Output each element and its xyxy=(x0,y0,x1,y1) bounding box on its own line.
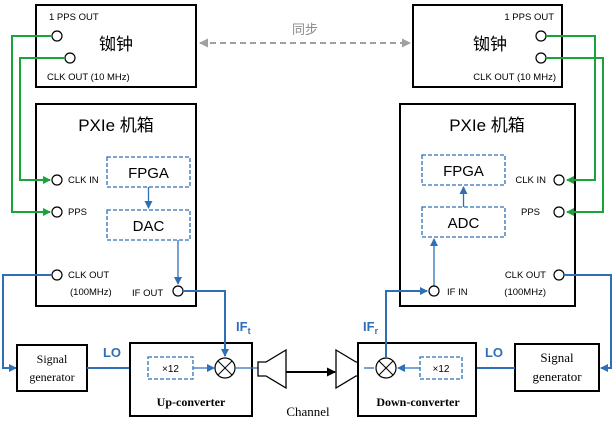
left-clk-out-freq: (100MHz) xyxy=(70,287,112,298)
left-station: 1 PPS OUT 铷钟 CLK OUT (10 MHz) PXIe 机箱 CL… xyxy=(2,4,287,417)
right-rb-clock-box xyxy=(412,4,563,88)
left-dac-label: DAC xyxy=(133,218,165,235)
left-clock-pps-port xyxy=(51,30,63,42)
left-clk-in-port xyxy=(51,174,63,186)
right-adc-block xyxy=(421,206,506,238)
right-converter-label: Down-converter xyxy=(376,395,460,409)
left-clk-wire xyxy=(19,57,65,184)
left-clock-title: 铷钟 xyxy=(99,35,133,55)
sync-label: 同步 xyxy=(292,23,318,38)
right-clock-pps-port xyxy=(535,30,547,42)
right-clk-wire xyxy=(546,35,596,184)
left-pps-wire xyxy=(11,35,52,216)
right-station: 1 PPS OUT 铷钟 CLK OUT (10 MHz) PXIe 机箱 FP… xyxy=(335,4,612,417)
right-clk-out-port xyxy=(553,269,565,281)
right-clk-in-label: CLK IN xyxy=(515,175,546,186)
left-antenna-icon xyxy=(257,348,287,390)
left-if-label: IFt xyxy=(236,319,251,336)
left-if-to-mixer-wire xyxy=(183,290,229,357)
right-if-main: IF xyxy=(363,319,375,334)
left-if-out-label: IF OUT xyxy=(132,288,163,299)
left-clk-to-siggen-wire xyxy=(2,274,52,372)
right-fpga-label: FPGA xyxy=(443,163,484,180)
left-mixer-x2 xyxy=(217,360,233,376)
left-pps-label: PPS xyxy=(68,207,87,218)
right-mixer-x2 xyxy=(378,360,394,376)
left-siggen-line1: Signal xyxy=(37,352,68,366)
left-fpga-block xyxy=(106,156,191,188)
left-converter-label: Up-converter xyxy=(157,395,226,409)
left-if-sub: t xyxy=(248,326,251,336)
left-fpga-label: FPGA xyxy=(128,165,169,182)
left-siggen-line2: generator xyxy=(29,370,74,384)
right-clock-title: 铷钟 xyxy=(473,35,507,55)
left-clock-clk-port xyxy=(64,52,76,64)
right-fpga-block xyxy=(421,154,506,186)
right-if-label: IFr xyxy=(363,319,379,336)
right-clk-out-label: CLK OUT xyxy=(505,270,546,281)
right-pxie-chassis-box xyxy=(399,103,576,307)
left-multiplier-label: ×12 xyxy=(162,364,179,375)
left-if-out-port xyxy=(172,285,184,297)
right-adc-label: ADC xyxy=(448,215,480,232)
right-clock-clk-port xyxy=(535,52,547,64)
right-chassis-title: PXIe 机箱 xyxy=(449,116,525,135)
left-pps-port xyxy=(51,206,63,218)
right-pps-port xyxy=(553,206,565,218)
left-clock-clk-out-label: CLK OUT (10 MHz) xyxy=(47,72,130,83)
left-signal-generator-box xyxy=(16,344,88,392)
right-if-in-label: IF IN xyxy=(447,287,468,298)
left-clk-in-label: CLK IN xyxy=(68,175,99,186)
left-clk-out-port xyxy=(51,269,63,281)
right-pps-wire xyxy=(546,57,604,216)
right-if-in-port xyxy=(428,285,440,297)
right-signal-generator-box xyxy=(514,343,600,392)
right-clock-pps-out-label: 1 PPS OUT xyxy=(504,12,554,23)
right-multiplier-label: ×12 xyxy=(433,364,450,375)
right-pps-label: PPS xyxy=(521,207,540,218)
right-mixer-to-if-wire xyxy=(385,287,428,358)
left-lo-label: LO xyxy=(103,345,121,360)
right-clock-clk-out-label: CLK OUT (10 MHz) xyxy=(473,72,556,83)
left-pxie-chassis-box xyxy=(35,103,197,307)
right-if-sub: r xyxy=(375,326,379,336)
left-clock-pps-out-label: 1 PPS OUT xyxy=(49,12,99,23)
left-clk-out-label: CLK OUT xyxy=(68,270,109,281)
right-clk-out-freq: (100MHz) xyxy=(504,287,546,298)
channel-label: Channel xyxy=(286,404,330,419)
right-clk-in-port xyxy=(553,174,565,186)
right-siggen-line1: Signal xyxy=(540,350,574,365)
left-dac-block xyxy=(106,209,191,241)
right-lo-label: LO xyxy=(485,345,503,360)
right-clk-to-siggen-wire xyxy=(564,274,612,372)
left-chassis-title: PXIe 机箱 xyxy=(78,116,154,135)
left-rb-clock-box xyxy=(35,4,197,88)
left-if-main: IF xyxy=(236,319,248,334)
right-siggen-line2: generator xyxy=(532,369,582,384)
